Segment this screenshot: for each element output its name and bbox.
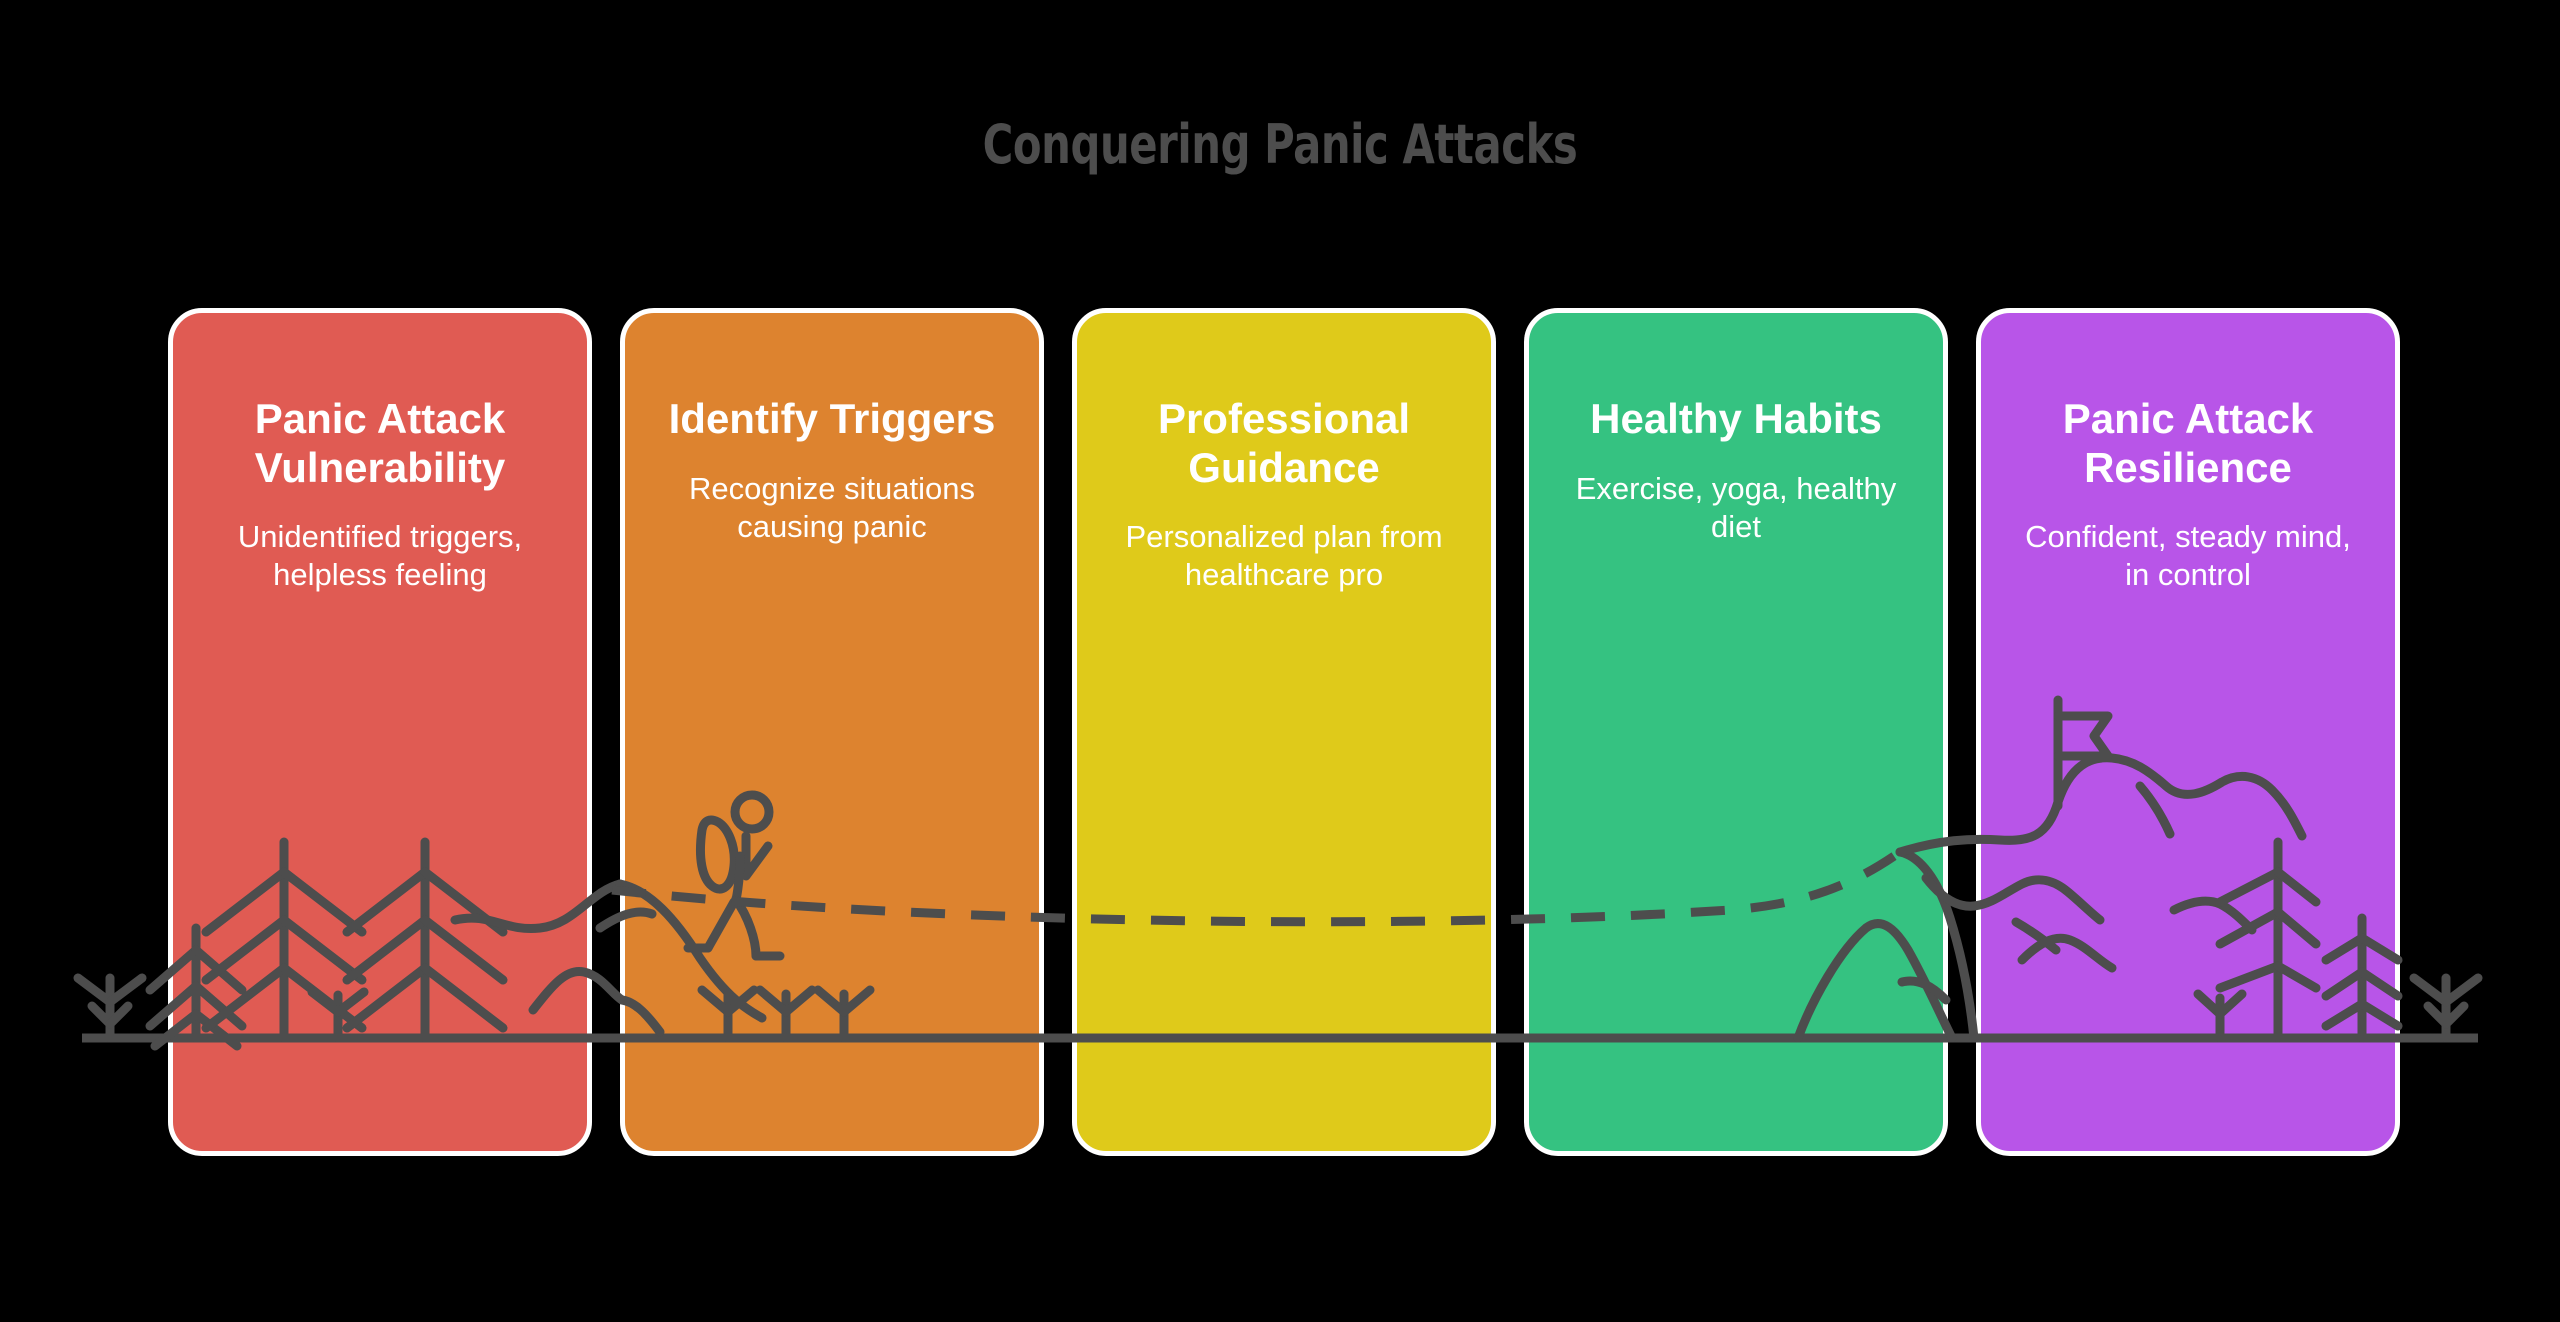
card-text-block: Panic Attack Vulnerability Unidentified … [173,313,587,594]
card-healthy-habits[interactable]: Healthy Habits Exercise, yoga, healthy d… [1524,308,1948,1156]
card-subtitle: Unidentified triggers, helpless feeling [237,519,523,593]
card-title: Identify Triggers [668,395,996,442]
card-subtitle: Confident, steady mind, in control [2025,519,2351,593]
page-title: Conquering Panic Attacks [982,113,1578,176]
card-identify-triggers[interactable]: Identify Triggers Recognize situations c… [620,308,1044,1156]
card-row: Panic Attack Vulnerability Unidentified … [168,308,2400,1156]
card-title: Healthy Habits [1590,395,1882,442]
card-subtitle: Exercise, yoga, healthy diet [1575,470,1897,544]
card-panic-attack-vulnerability[interactable]: Panic Attack Vulnerability Unidentified … [168,308,592,1156]
card-text-block: Healthy Habits Exercise, yoga, healthy d… [1529,313,1943,545]
card-text-block: Identify Triggers Recognize situations c… [625,313,1039,545]
card-title: Professional Guidance [1157,395,1411,491]
card-professional-guidance[interactable]: Professional Guidance Personalized plan … [1072,308,1496,1156]
card-panic-attack-resilience[interactable]: Panic Attack Resilience Confident, stead… [1976,308,2400,1156]
card-title: Panic Attack Resilience [2062,395,2314,491]
card-text-block: Panic Attack Resilience Confident, stead… [1981,313,2395,594]
card-text-block: Professional Guidance Personalized plan … [1077,313,1491,594]
card-title: Panic Attack Vulnerability [254,395,506,491]
card-subtitle: Recognize situations causing panic [688,470,976,544]
sapling [73,973,147,1043]
sapling [2409,973,2483,1043]
card-subtitle: Personalized plan from healthcare pro [1125,519,1443,593]
